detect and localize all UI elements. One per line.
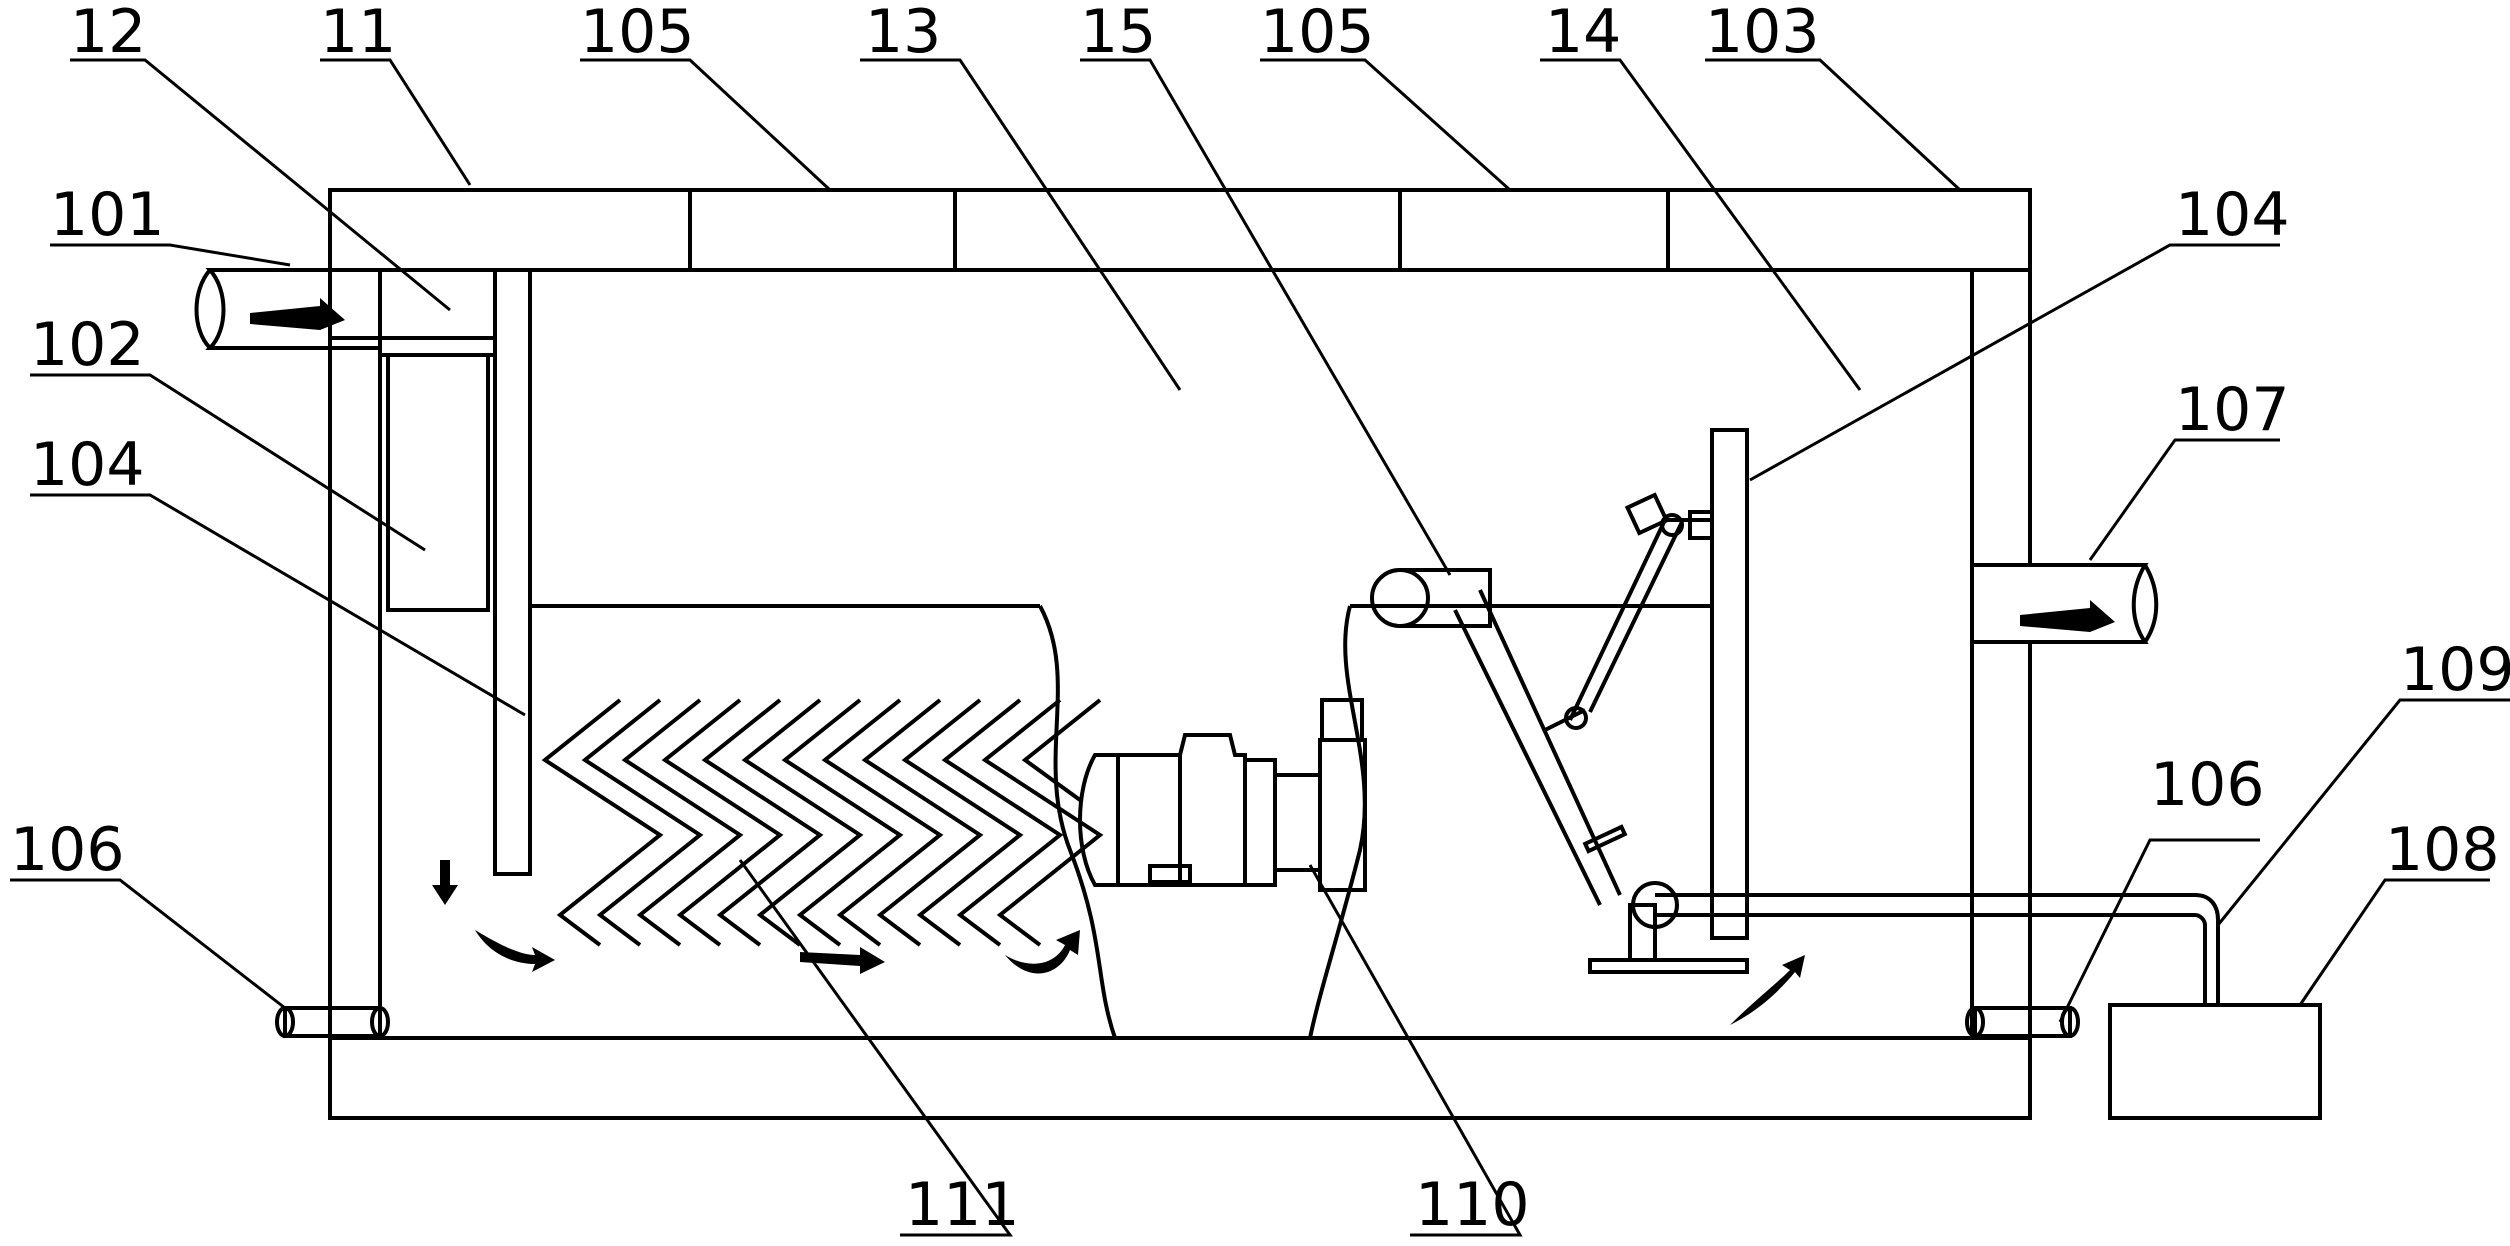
drain-pipe-left xyxy=(275,1006,390,1038)
ref-105-left: 105 xyxy=(580,0,695,67)
skimmer-base xyxy=(1588,958,1749,974)
top-wall-middle xyxy=(953,188,1402,272)
ref-103: 103 xyxy=(1705,0,1820,67)
baffle-right xyxy=(1710,428,1749,940)
ref-102: 102 xyxy=(30,310,145,380)
chevron-plates xyxy=(541,698,1104,947)
ref-110: 110 xyxy=(1415,1170,1530,1240)
ref-15: 15 xyxy=(1080,0,1156,67)
bottom-wall xyxy=(328,1036,2032,1120)
ref-13: 13 xyxy=(865,0,941,67)
ref-107: 107 xyxy=(2175,375,2290,445)
chamber-lines xyxy=(530,268,1972,1039)
leader-lines xyxy=(10,58,2510,1237)
outlet-flow-arrow xyxy=(2020,600,2115,632)
top-opening-left xyxy=(688,188,957,272)
break-line-left xyxy=(1038,605,1117,1039)
baffle-left xyxy=(493,268,532,876)
break-line-right xyxy=(1308,605,1367,1039)
ref-109: 109 xyxy=(2400,635,2510,705)
ref-104-right: 104 xyxy=(2175,180,2290,250)
top-wall-left xyxy=(328,188,692,272)
ref-12: 12 xyxy=(70,0,146,67)
flow-arrows xyxy=(432,860,1805,1025)
ref-104-left: 104 xyxy=(30,430,145,500)
left-wall-lower xyxy=(328,336,382,1040)
ref-108: 108 xyxy=(2385,815,2500,885)
outlet-pipe xyxy=(1970,563,2159,644)
top-opening-right xyxy=(1398,188,1670,272)
ref-106-right: 106 xyxy=(2150,750,2265,820)
ref-106-left: 106 xyxy=(10,815,125,885)
left-wall-upper xyxy=(328,268,382,340)
ref-111: 111 xyxy=(905,1170,1020,1240)
drain-pipe-right xyxy=(1965,1006,2080,1038)
motor-pump xyxy=(1078,698,1367,892)
right-wall-upper xyxy=(1970,268,2032,567)
reference-numerals: 12 11 105 13 15 105 14 103 101 104 102 1… xyxy=(10,0,2510,1240)
ref-101: 101 xyxy=(50,180,165,250)
ref-11: 11 xyxy=(320,0,396,67)
housing-walls xyxy=(328,188,2032,1120)
screen-mesh xyxy=(386,353,490,612)
right-wall-lower xyxy=(1970,640,2032,1040)
inlet-flow-arrow xyxy=(250,298,345,330)
oil-tank xyxy=(2108,1003,2322,1120)
belt-skimmer xyxy=(1370,492,1714,962)
ref-105-right: 105 xyxy=(1260,0,1375,67)
oil-pipe xyxy=(1655,893,2220,1005)
ref-14: 14 xyxy=(1545,0,1621,67)
inlet-pipe xyxy=(194,268,497,350)
